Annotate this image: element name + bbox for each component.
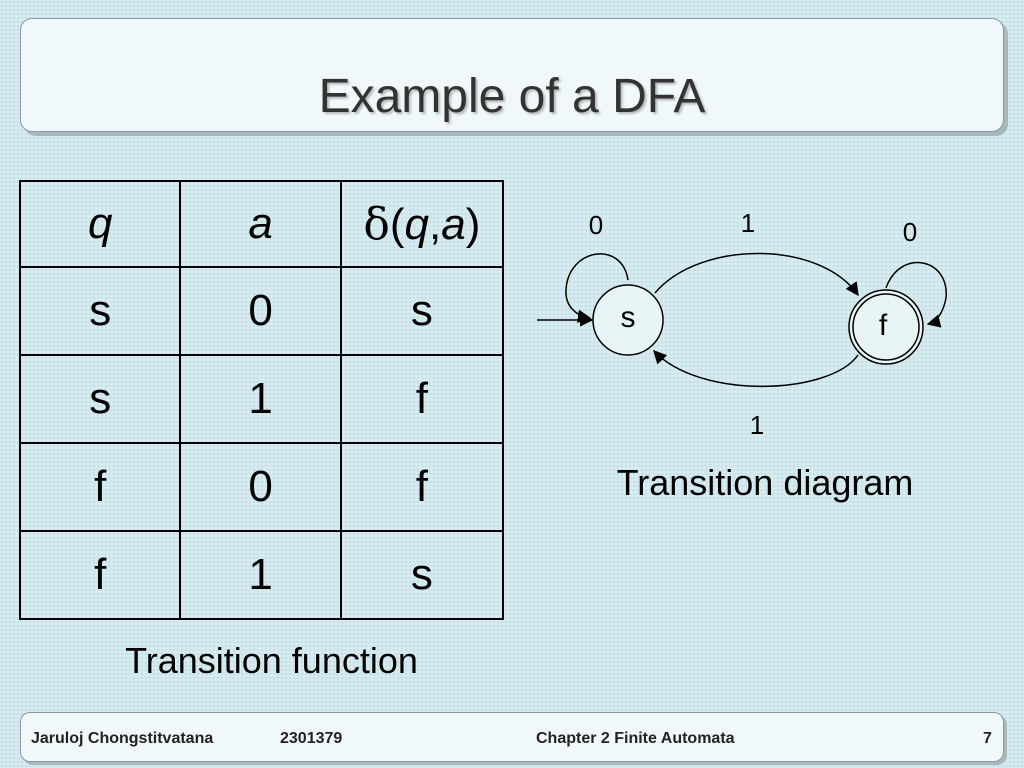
f-to-s-edge xyxy=(653,350,859,388)
title-box: Example of a DFA xyxy=(20,18,1004,132)
footer-page-number: 7 xyxy=(983,730,992,747)
table-row: f 0 f xyxy=(18,442,505,532)
table-cell-symbol: 0 xyxy=(179,266,342,356)
table-row: s 0 s xyxy=(18,266,505,356)
table-cell-state: s xyxy=(18,266,182,356)
f-self-loop-edge xyxy=(885,261,947,328)
transition-function-table: q a δ(q,a) s 0 s s 1 f f 0 f f 1 s xyxy=(18,180,505,620)
delta-close-paren: ) xyxy=(465,199,481,249)
delta-q: q xyxy=(404,199,430,249)
table-cell-next: s xyxy=(339,266,505,356)
table-row: f 1 s xyxy=(18,530,505,620)
s-to-f-edge xyxy=(654,252,859,297)
slide-title: Example of a DFA xyxy=(318,70,706,123)
transition-function-caption: Transition function xyxy=(125,640,418,681)
footer: Jaruloj Chongstitvatana 2301379 Chapter … xyxy=(20,712,1004,762)
header-a: a xyxy=(179,180,342,268)
delta-comma: , xyxy=(429,199,442,249)
table-cell-next: f xyxy=(339,442,505,532)
table-cell-state: f xyxy=(18,530,182,620)
table-cell-next: s xyxy=(339,530,505,620)
state-s-circle xyxy=(592,284,664,356)
table-cell-symbol: 0 xyxy=(179,442,342,532)
footer-course: 2301379 xyxy=(280,730,343,747)
s-self-loop-edge xyxy=(565,253,629,323)
table-cell-symbol: 1 xyxy=(179,354,342,444)
table-header-row: q a δ(q,a) xyxy=(18,180,505,268)
s-to-f-label: 1 xyxy=(741,208,755,238)
f-to-s-label: 1 xyxy=(750,410,764,440)
table-cell-state: s xyxy=(18,354,182,444)
transition-diagram: s f 0 1 0 1 xyxy=(537,208,947,440)
table-cell-next: f xyxy=(339,354,505,444)
delta-a: a xyxy=(441,199,466,249)
transition-diagram-caption: Transition diagram xyxy=(616,462,914,503)
footer-author: Jaruloj Chongstitvatana xyxy=(31,730,214,747)
header-delta: δ(q,a) xyxy=(339,180,505,268)
state-s-label: s xyxy=(621,301,636,334)
state-f-outer-circle xyxy=(848,289,924,365)
footer-chapter: Chapter 2 Finite Automata xyxy=(536,730,735,747)
state-f-inner-circle xyxy=(852,293,920,361)
header-q: q xyxy=(18,180,182,268)
delta-symbol: δ xyxy=(363,198,390,250)
state-f-label: f xyxy=(879,309,888,342)
table-cell-symbol: 1 xyxy=(179,530,342,620)
table-row: s 1 f xyxy=(18,354,505,444)
table-cell-state: f xyxy=(18,442,182,532)
f-self-loop-label: 0 xyxy=(903,217,917,247)
delta-open-paren: ( xyxy=(389,199,405,249)
s-self-loop-label: 0 xyxy=(589,210,603,240)
